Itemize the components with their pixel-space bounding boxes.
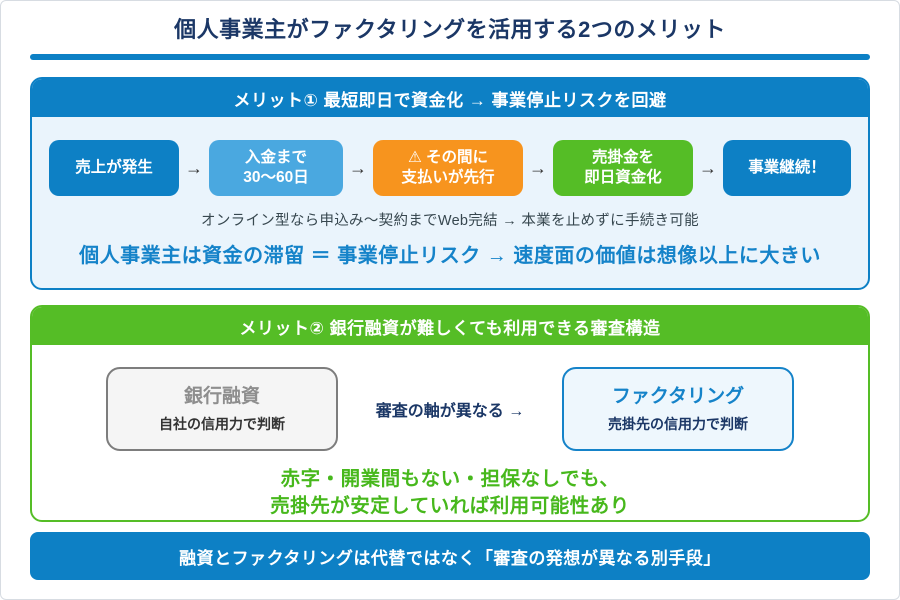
factoring-subtitle: 売掛先の信用力で判断 [608, 416, 748, 433]
comparison-label: 審査の軸が異なる → [375, 403, 525, 420]
flow-step-label: 売掛金を [591, 148, 654, 166]
merit2-note: 赤字・開業間もない・担保なしでも、 売掛先が安定していれば利用可能性あり [32, 466, 868, 520]
flow-arrow-icon: → [349, 157, 367, 178]
flow-step-label-text: その間に [425, 148, 488, 166]
merit1-flow: 売上が発生 → 入金まで 30〜60日 → ⚠その間に 支払いが先行 → 売掛金… [32, 117, 868, 196]
merit1-header: メリット① 最短即日で資金化 → 事業停止リスクを回避 [32, 79, 868, 117]
flow-step-label: 即日資金化 [584, 169, 662, 186]
merit1-statement: 個人事業主は資金の滞留 ＝ 事業停止リスク → 速度面の価値は想像以上に大きい [79, 245, 821, 267]
merit1-section: メリット① 最短即日で資金化 → 事業停止リスクを回避 売上が発生 → 入金まで… [30, 77, 870, 290]
flow-step-business-continues: 事業継続！ [723, 140, 851, 196]
flow-step-label: 30〜60日 [243, 169, 309, 186]
merit2-section: メリット② 銀行融資が難しくても利用できる審査構造 銀行融資 自社の信用力で判断… [30, 305, 870, 522]
flow-step-label: 売上が発生 [75, 158, 153, 176]
footer-banner: 融資とファクタリングは代替ではなく「審査の発想が異なる別手段」 [30, 532, 870, 580]
note-line-2: 売掛先が安定していれば利用可能性あり [270, 495, 630, 518]
flow-step-label: 事業継続！ [748, 158, 826, 176]
flow-step-sales: 売上が発生 [49, 140, 179, 196]
page-title: 個人事業主がファクタリングを活用する2つのメリット [174, 17, 726, 42]
bank-loan-title: 銀行融資 [183, 385, 260, 407]
merit2-header: メリット② 銀行融資が難しくても利用できる審査構造 [32, 307, 868, 345]
flow-arrow-icon: → [529, 157, 547, 178]
bank-loan-box: 銀行融資 自社の信用力で判断 [106, 367, 338, 451]
flow-step-factoring: 売掛金を 即日資金化 [553, 140, 693, 196]
flow-step-label: 支払いが先行 [401, 169, 495, 186]
flow-step-payment-wait: 入金まで 30〜60日 [209, 140, 343, 196]
flow-step-label: ⚠その間に [408, 148, 488, 168]
factoring-title: ファクタリング [611, 385, 745, 407]
title-underline [30, 54, 870, 60]
flow-step-expenses-first: ⚠その間に 支払いが先行 [373, 140, 523, 196]
factoring-box: ファクタリング 売掛先の信用力で判断 [562, 367, 794, 451]
merit1-caption: オンライン型なら申込み〜契約までWeb完結 → 本業を止めずに手続き可能 [201, 213, 699, 229]
warning-icon: ⚠ [408, 148, 422, 166]
flow-arrow-icon: → [185, 157, 203, 178]
bank-loan-subtitle: 自社の信用力で判断 [159, 416, 285, 433]
comparison-row: 銀行融資 自社の信用力で判断 審査の軸が異なる → ファクタリング 売掛先の信用… [32, 345, 868, 451]
note-line-1: 赤字・開業間もない・担保なしでも、 [280, 468, 620, 490]
flow-step-label: 入金まで [244, 148, 307, 166]
flow-arrow-icon: → [699, 157, 717, 178]
